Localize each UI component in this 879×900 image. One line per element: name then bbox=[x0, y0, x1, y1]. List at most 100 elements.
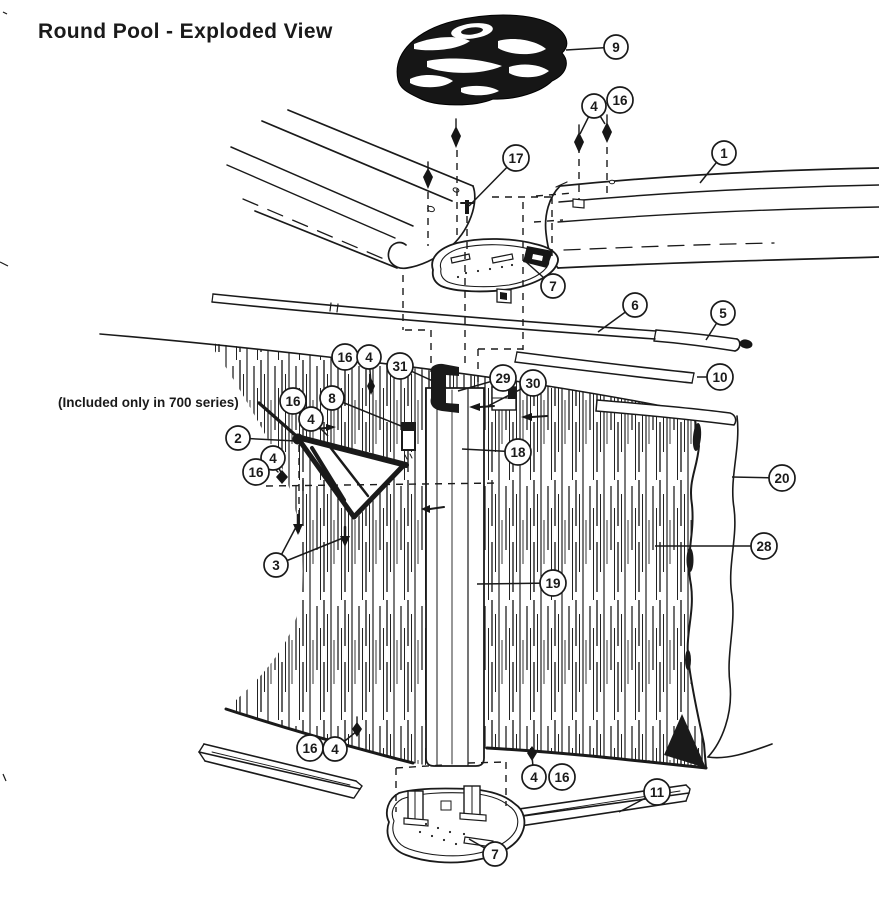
callout-number: 16 bbox=[248, 465, 264, 480]
bracket-cleat-marks bbox=[404, 453, 413, 460]
callout-31: 31 bbox=[386, 352, 447, 388]
rail-hole bbox=[608, 179, 616, 185]
rail-line bbox=[230, 146, 414, 227]
scan-artifact bbox=[2, 773, 7, 782]
callout-number: 4 bbox=[590, 99, 598, 114]
bracket-top-bar bbox=[294, 434, 409, 468]
bottom-rail-left-line bbox=[204, 760, 354, 799]
callout-circle bbox=[643, 778, 671, 806]
callout-5: 5 bbox=[705, 300, 736, 341]
bracket-inner-bar bbox=[310, 446, 346, 502]
callout-circle bbox=[386, 352, 414, 380]
callout-number: 4 bbox=[307, 412, 315, 427]
callout-circle bbox=[242, 458, 270, 486]
callout-number: 8 bbox=[328, 391, 336, 406]
sleeve-5-end bbox=[734, 338, 741, 352]
callout-10: 10 bbox=[697, 363, 734, 391]
liner-torn-edge bbox=[707, 415, 739, 758]
wall-top-edge bbox=[99, 333, 695, 414]
bottom-plate-clip-flange bbox=[459, 812, 487, 822]
dash-line bbox=[533, 192, 574, 223]
top-plate bbox=[431, 238, 559, 304]
callout-29: 29 bbox=[457, 364, 517, 392]
callout-16: 16 bbox=[606, 86, 634, 114]
screw-icon bbox=[527, 746, 537, 761]
wall-edge-shadow bbox=[692, 423, 702, 451]
callout-number: 6 bbox=[631, 298, 639, 313]
diagram-title: Round Pool - Exploded View bbox=[38, 20, 333, 43]
right-top-rail bbox=[544, 167, 879, 269]
callout-4: 4 bbox=[322, 730, 358, 762]
callout-leader bbox=[331, 397, 407, 429]
cap-highlight bbox=[498, 38, 546, 55]
cap-highlight bbox=[461, 85, 499, 96]
callout-number: 7 bbox=[491, 847, 499, 862]
rail-line bbox=[254, 210, 398, 269]
callout-30: 30 bbox=[487, 369, 547, 407]
callout-circle bbox=[603, 34, 629, 60]
screw-arrow-tail bbox=[531, 415, 548, 418]
screw-icon bbox=[602, 122, 612, 143]
callout-number: 1 bbox=[720, 146, 728, 161]
callout-2: 2 bbox=[225, 425, 297, 451]
callout-circle bbox=[322, 736, 348, 762]
callout-circle bbox=[581, 93, 607, 119]
callout-circle bbox=[519, 369, 547, 397]
wall-bottom-edge-right bbox=[485, 746, 708, 770]
callout-circle bbox=[711, 140, 737, 166]
callout-number: 19 bbox=[545, 576, 560, 591]
callout-4: 4 bbox=[579, 93, 607, 135]
sleeve-5-top bbox=[655, 329, 738, 340]
callout-4: 4 bbox=[521, 755, 547, 790]
bottom-plate-boss bbox=[440, 800, 452, 811]
rail-line bbox=[559, 167, 879, 187]
rail-line bbox=[558, 184, 879, 203]
callout-number: 16 bbox=[285, 394, 301, 409]
cap-opening-inner bbox=[461, 27, 483, 35]
fasteners bbox=[271, 114, 612, 761]
screw-icon bbox=[451, 126, 461, 148]
callout-circle bbox=[356, 344, 382, 370]
callout-number: 5 bbox=[719, 306, 727, 321]
callout-number: 10 bbox=[712, 370, 727, 385]
cap-highlight bbox=[414, 37, 470, 51]
callout-7: 7 bbox=[468, 838, 508, 867]
rail-10-bottom bbox=[514, 361, 693, 384]
cap-highlight bbox=[509, 64, 549, 78]
upright-outline bbox=[425, 387, 485, 767]
callout-circle bbox=[539, 569, 567, 597]
stabilizer-rail-6-top bbox=[212, 293, 657, 332]
callout-number: 17 bbox=[508, 151, 523, 166]
callout-16: 16 bbox=[242, 458, 270, 486]
stabilizer-rails bbox=[211, 293, 753, 384]
callout-number: 28 bbox=[756, 539, 772, 554]
dash-line bbox=[405, 329, 432, 372]
callout-7: 7 bbox=[524, 260, 566, 299]
top-plate-dots bbox=[456, 263, 514, 279]
upright-post bbox=[425, 387, 485, 767]
scan-artifact bbox=[0, 261, 9, 267]
callout-number: 16 bbox=[302, 741, 318, 756]
dash-line bbox=[477, 348, 523, 384]
bottom-rail-left-line bbox=[203, 743, 357, 782]
bottom-plate-dots bbox=[418, 822, 466, 846]
callout-number: 4 bbox=[269, 451, 277, 466]
annotation-leader bbox=[257, 401, 304, 443]
callout-circle bbox=[504, 438, 532, 466]
callout-18: 18 bbox=[461, 438, 532, 466]
screw-icon bbox=[574, 132, 584, 153]
rail-10-caps bbox=[514, 351, 695, 384]
screw-arrow bbox=[469, 403, 480, 411]
wall-edge-shadow bbox=[686, 548, 694, 572]
callout-number: 4 bbox=[331, 742, 339, 757]
screw-arrow-tail bbox=[429, 506, 445, 510]
bracket-underlay bbox=[296, 436, 407, 518]
top-plate-clip-slot bbox=[532, 254, 543, 261]
callout-8: 8 bbox=[319, 385, 407, 429]
rail-centerline bbox=[242, 198, 385, 260]
callout-circle bbox=[540, 273, 566, 299]
rail-line bbox=[226, 164, 396, 239]
callout-circle bbox=[279, 387, 307, 415]
screw-icon bbox=[367, 378, 375, 395]
